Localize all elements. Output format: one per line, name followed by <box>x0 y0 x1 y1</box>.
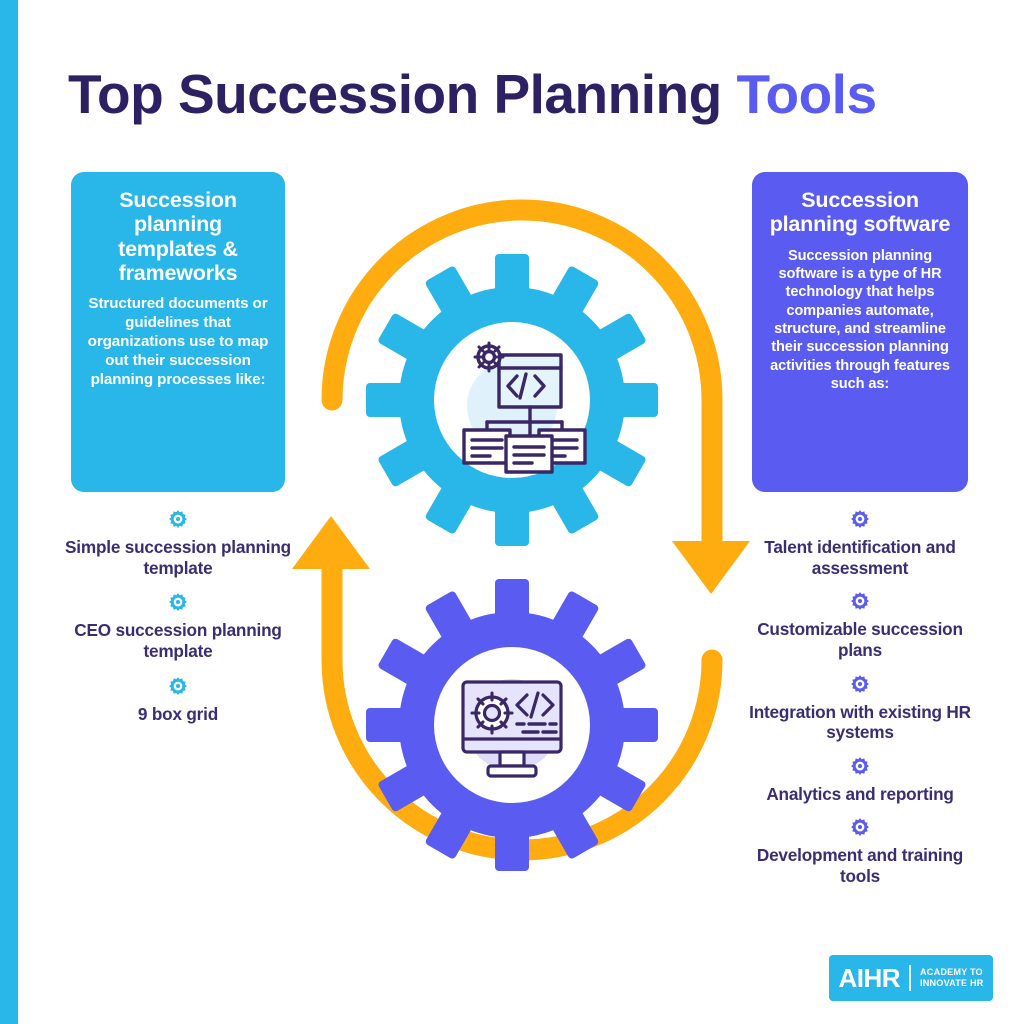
left-card-templates: Succession planning templates & framewor… <box>71 172 285 492</box>
left-card-title: Succession planning templates & framewor… <box>118 188 238 285</box>
page-title-accent: Tools <box>736 63 877 125</box>
list-item-label: Analytics and reporting <box>766 783 954 804</box>
left-card-description: Structured documents or guidelines that … <box>87 295 269 388</box>
logo-wordmark: AIHR <box>838 963 901 993</box>
logo-tagline-line2: INNOVATE HR <box>920 978 984 988</box>
right-bullet-list: Talent identification and assessment Cus… <box>745 508 975 899</box>
list-item-label: Development and training tools <box>756 845 964 887</box>
gear-icon <box>851 674 869 693</box>
gear-icon <box>851 592 869 611</box>
list-item: CEO succession planning template <box>63 591 293 661</box>
software-gear <box>366 579 658 871</box>
gear-icon <box>169 593 187 612</box>
right-card-description: Succession planning software is a type o… <box>770 247 950 393</box>
left-bullet-list: Simple succession planning template CEO … <box>63 508 293 737</box>
monitor-code-gear-icon <box>461 680 563 778</box>
list-item-label: Talent identification and assessment <box>764 537 956 578</box>
gear-icon <box>851 756 869 775</box>
list-item: Talent identification and assessment <box>745 508 975 578</box>
cycle-arrow-right-down <box>321 199 750 594</box>
list-item-label: 9 box grid <box>137 703 219 724</box>
page-title-main: Top Succession Planning <box>68 63 737 125</box>
logo-tagline-line1: ACADEMY TO <box>920 967 983 978</box>
logo-divider <box>909 965 912 991</box>
right-card-title: Succession planning software <box>769 188 951 237</box>
gear-icon <box>851 818 869 837</box>
list-item: 9 box grid <box>63 675 293 725</box>
right-card-software: Succession planning software Succession … <box>752 172 968 492</box>
cycle-arrow-left-up <box>292 516 723 861</box>
logo-tagline: ACADEMY TO INNOVATE HR <box>911 967 984 988</box>
gear-icon <box>169 676 187 695</box>
list-item: Analytics and reporting <box>745 755 975 805</box>
templates-gear <box>366 254 658 546</box>
list-item: Development and training tools <box>745 816 975 886</box>
gear-icon <box>851 510 869 528</box>
page-title: Top Succession Planning Tools <box>68 62 877 126</box>
list-item-label: Integration with existing HR systems <box>749 701 971 743</box>
list-item: Integration with existing HR systems <box>745 673 975 743</box>
list-item-label: CEO succession planning template <box>74 620 282 661</box>
list-item-label: Customizable succession plans <box>757 619 963 660</box>
aihr-logo: AIHR ACADEMY TO INNOVATE HR <box>829 955 993 1001</box>
left-accent-stripe <box>0 0 18 1024</box>
sitemap-code-window-icon <box>462 341 587 474</box>
list-item: Customizable succession plans <box>745 590 975 660</box>
list-item-label: Simple succession planning template <box>65 537 291 578</box>
list-item: Simple succession planning template <box>63 508 293 578</box>
gear-icon <box>169 510 187 528</box>
